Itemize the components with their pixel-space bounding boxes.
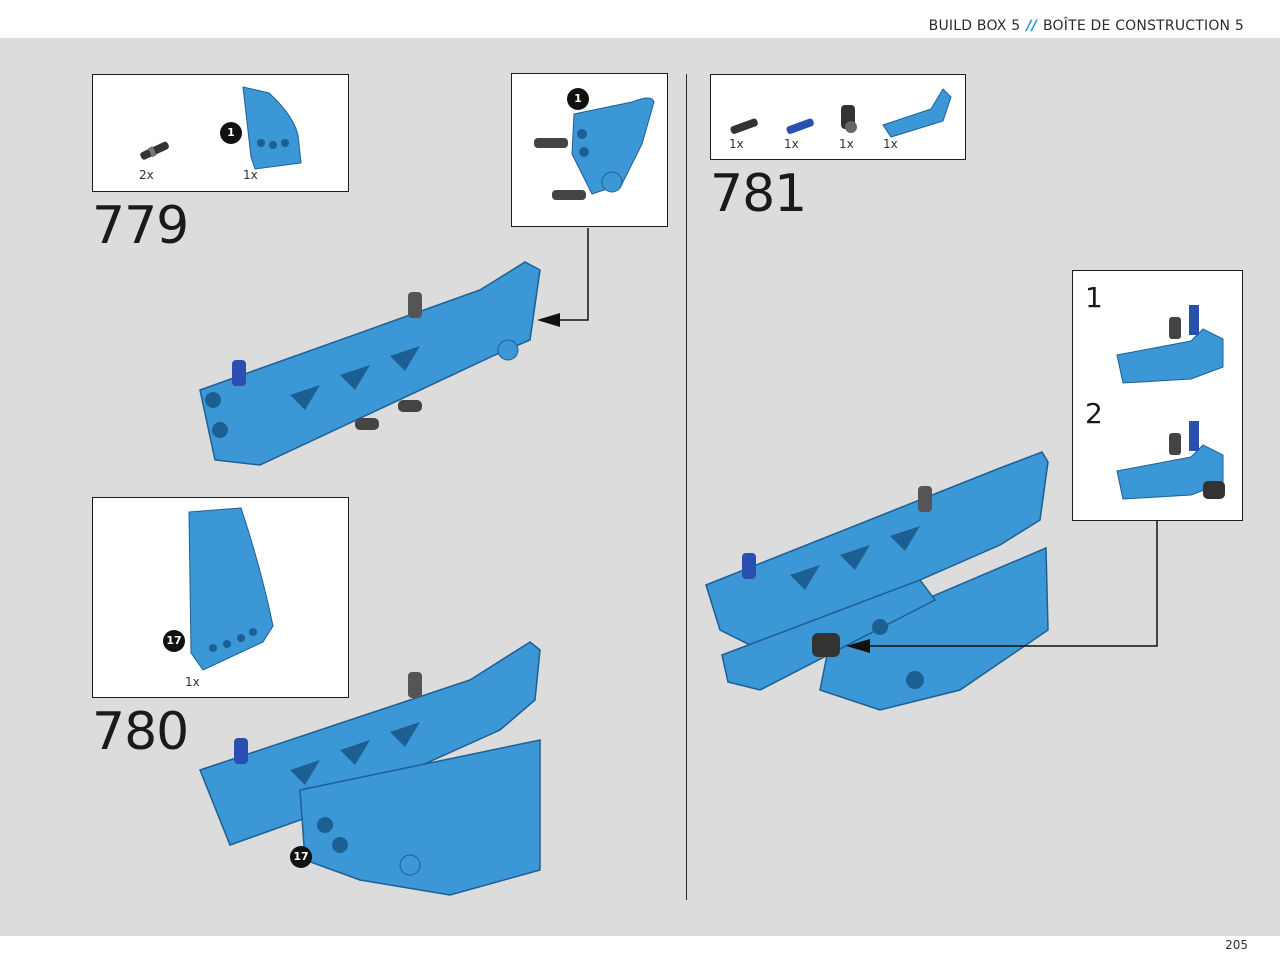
parts-list-780-illustration bbox=[188, 507, 274, 671]
header-separator: // bbox=[1026, 18, 1037, 34]
pin-icon bbox=[140, 141, 169, 160]
part-qty: 1x bbox=[185, 675, 200, 689]
sub-step-number: 2 bbox=[1085, 397, 1103, 430]
part-qty: 1x bbox=[243, 168, 258, 182]
bent-beam-icon bbox=[882, 88, 952, 138]
wing-panel-icon bbox=[188, 507, 274, 671]
sub-assembly-callout: 1 bbox=[220, 122, 242, 144]
part-qty: 1x bbox=[839, 137, 854, 151]
header-title-en: BUILD BOX 5 bbox=[928, 18, 1021, 34]
callout-779-illustration bbox=[534, 97, 655, 200]
parts-list-779-illustration bbox=[140, 86, 302, 170]
header-title: BUILD BOX 5 // BOÎTE DE CONSTRUCTION 5 bbox=[929, 18, 1244, 34]
parts-list-781: 1x 1x 1x 1x bbox=[710, 74, 966, 160]
part-callout: 17 bbox=[163, 630, 185, 652]
sub-step-number: 1 bbox=[1085, 281, 1103, 314]
step-number-780: 780 bbox=[92, 702, 189, 762]
model-callout: 17 bbox=[290, 846, 312, 868]
connector-icon bbox=[841, 105, 857, 133]
step-number-781: 781 bbox=[710, 164, 807, 224]
callout-box-779: 1 bbox=[511, 73, 668, 227]
panel-icon bbox=[242, 86, 302, 170]
page-header: BUILD BOX 5 // BOÎTE DE CONSTRUCTION 5 bbox=[0, 0, 1280, 38]
part-qty: 1x bbox=[729, 137, 744, 151]
sub-assembly-box-781: 1 2 bbox=[1072, 270, 1243, 521]
blue-pin-icon bbox=[786, 118, 814, 134]
page-number: 205 bbox=[1225, 938, 1248, 952]
column-divider bbox=[686, 74, 687, 900]
part-qty: 2x bbox=[139, 168, 154, 182]
parts-list-781-illustration bbox=[730, 88, 952, 138]
callout-number: 1 bbox=[567, 88, 589, 110]
parts-list-779: 1 2x 1x bbox=[92, 74, 349, 192]
step-number-779: 779 bbox=[92, 196, 189, 256]
page-footer: 205 bbox=[0, 936, 1280, 974]
part-qty: 1x bbox=[784, 137, 799, 151]
sub-assembly-illustration bbox=[1116, 305, 1225, 500]
header-title-fr: BOÎTE DE CONSTRUCTION 5 bbox=[1042, 18, 1244, 34]
part-qty: 1x bbox=[883, 137, 898, 151]
black-pin-icon bbox=[730, 118, 758, 134]
parts-list-780: 17 1x bbox=[92, 497, 349, 698]
